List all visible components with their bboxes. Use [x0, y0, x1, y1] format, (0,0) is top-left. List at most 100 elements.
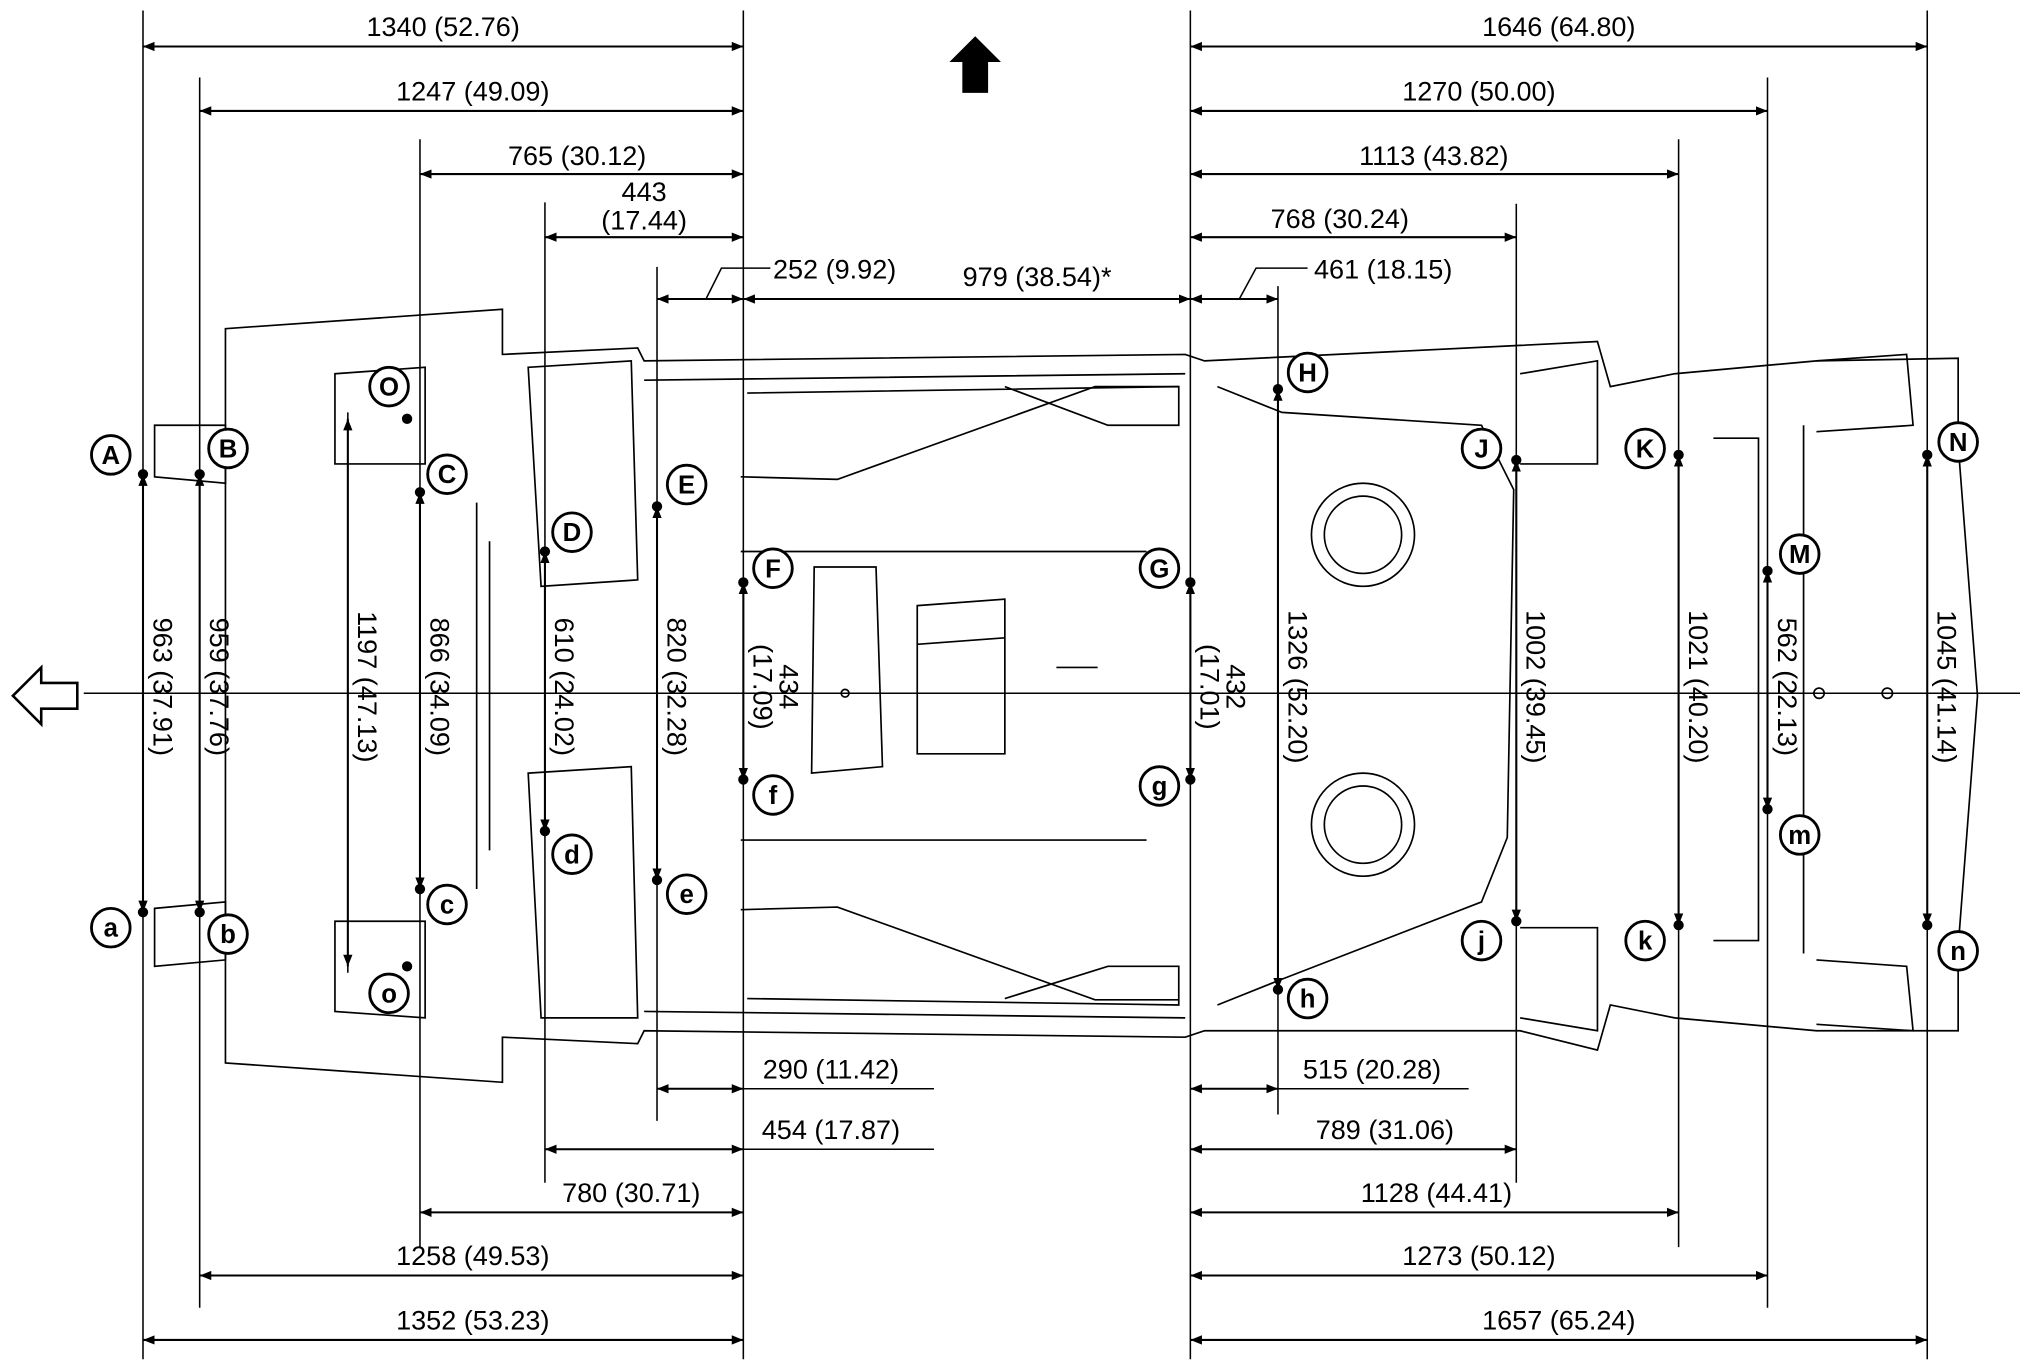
leader-line-t252: [705, 267, 771, 300]
point-label-c: c: [440, 892, 454, 920]
dimension-label-t461: 461 (18.15): [1314, 254, 1452, 284]
point-marker-k: [1624, 919, 1666, 962]
point-marker-g: [1138, 765, 1181, 807]
measurement-point-dot-h: [1272, 984, 1284, 995]
measurement-point-dot-n: [1922, 919, 1933, 931]
measurement-point-dot-c: [414, 883, 426, 895]
point-marker-o: [368, 972, 410, 1015]
dimension-label-t1270: 1270 (50.00): [1402, 77, 1555, 107]
point-label-E: E: [678, 472, 695, 500]
point-marker-J: [1460, 427, 1503, 470]
point-label-K: K: [1636, 435, 1655, 463]
dimension-label-v432: 432: [1220, 664, 1250, 709]
dimension-label-v1197: 1197 (47.13): [352, 611, 382, 762]
point-label-g: g: [1152, 773, 1168, 801]
point-label-m: m: [1788, 822, 1811, 850]
point-label-C: C: [438, 461, 457, 489]
measurement-point-dot-b: [194, 907, 205, 918]
dimension-label-v434: 434: [773, 664, 803, 709]
measurement-point-dot-B: [194, 469, 205, 480]
point-label-D: D: [563, 519, 582, 547]
dimension-label-v562: 562 (22.13): [1772, 618, 1802, 756]
measurement-point-dot-o: [401, 961, 413, 972]
measurement-point-dot-e: [651, 874, 663, 886]
point-marker-f: [752, 774, 794, 816]
dimension-label-t979: 979 (38.54)*: [963, 262, 1112, 292]
point-marker-K: [1624, 427, 1666, 470]
dimension-label-v866: 866 (34.09): [424, 618, 454, 756]
dimension-label-b1128: 1128 (44.41): [1361, 1178, 1512, 1208]
measurement-point-dot-J: [1511, 454, 1522, 466]
point-marker-n: [1937, 930, 1979, 972]
point-label-M: M: [1789, 541, 1810, 569]
dimension-label-v959: 959 (37.76): [204, 618, 234, 756]
point-marker-m: [1778, 814, 1821, 856]
point-marker-C: [426, 453, 468, 495]
point-marker-e: [665, 873, 708, 915]
point-label-O: O: [379, 374, 399, 402]
point-marker-d: [551, 833, 593, 876]
measurement-point-dot-m: [1762, 804, 1773, 815]
point-marker-h: [1286, 977, 1329, 1020]
point-label-H: H: [1298, 359, 1317, 387]
point-label-G: G: [1149, 555, 1169, 583]
dimension-lines: 1340 (52.76)1247 (49.09)765 (30.12)443(1…: [138, 12, 1962, 1345]
point-marker-M: [1778, 533, 1821, 575]
front-arrow-left-icon: [11, 664, 79, 728]
point-label-a: a: [104, 915, 119, 943]
dimension-label-v1021: 1021 (40.20): [1683, 610, 1713, 763]
measurement-point-dot-A: [137, 469, 149, 480]
point-marker-D: [551, 511, 593, 553]
point-marker-F: [752, 547, 794, 590]
dimension-label-b454: 454 (17.87): [762, 1115, 900, 1145]
measurement-point-dot-C: [414, 487, 426, 498]
point-marker-E: [665, 463, 708, 506]
dimension-label-b1657: 1657 (65.24): [1482, 1306, 1635, 1336]
front-arrow-up-icon: [949, 36, 1001, 93]
dimension-label-t1340: 1340 (52.76): [366, 12, 519, 42]
point-label-d: d: [564, 841, 580, 869]
measurement-point-dot-D: [539, 546, 551, 557]
dimension-label-t1646: 1646 (64.80): [1482, 12, 1635, 42]
point-label-B: B: [219, 435, 238, 463]
point-marker-b: [207, 913, 249, 955]
measurement-point-dot-O: [401, 413, 413, 424]
extension-lines: [142, 10, 1929, 1360]
dimension-label-b1273: 1273 (50.12): [1402, 1241, 1555, 1271]
dimension-label-v820: 820 (32.28): [661, 618, 691, 756]
dimension-label-t1247: 1247 (49.09): [396, 77, 549, 107]
point-label-b: b: [220, 921, 236, 949]
dimension-label-t768: 768 (30.24): [1271, 204, 1409, 234]
dimension-label-v434-in: (17.09): [748, 644, 778, 730]
measurement-point-dot-d: [539, 825, 551, 837]
dimension-label-v1002: 1002 (39.45): [1521, 610, 1551, 763]
point-label-f: f: [769, 782, 778, 810]
point-marker-H: [1286, 351, 1329, 394]
chassis-outline: [153, 308, 1979, 1084]
point-marker-O: [368, 365, 410, 408]
leader-line-t461: [1238, 267, 1308, 300]
point-label-A: A: [101, 442, 120, 470]
measurement-point-dot-H: [1272, 384, 1284, 395]
measurement-point-dot-M: [1762, 565, 1773, 576]
point-label-e: e: [679, 881, 693, 909]
measurement-point-dot-G: [1185, 577, 1196, 588]
point-label-n: n: [1950, 938, 1966, 966]
dimension-label-t443: 443: [622, 177, 667, 207]
point-label-j: j: [1477, 928, 1485, 956]
point-label-k: k: [1638, 928, 1653, 956]
measurement-point-dot-K: [1673, 449, 1684, 461]
dimension-label-v963: 963 (37.91): [147, 618, 177, 756]
measurement-point-dot-N: [1922, 449, 1933, 461]
point-label-h: h: [1300, 986, 1316, 1014]
measurement-point-dot-j: [1511, 916, 1522, 927]
dimension-label-v1326: 1326 (52.20): [1282, 610, 1312, 763]
point-label-N: N: [1949, 429, 1968, 457]
point-marker-N: [1937, 421, 1979, 463]
point-marker-G: [1138, 547, 1181, 590]
point-marker-B: [207, 427, 249, 470]
measurement-point-dot-a: [137, 907, 149, 918]
dimension-label-b290: 290 (11.42): [763, 1054, 899, 1084]
